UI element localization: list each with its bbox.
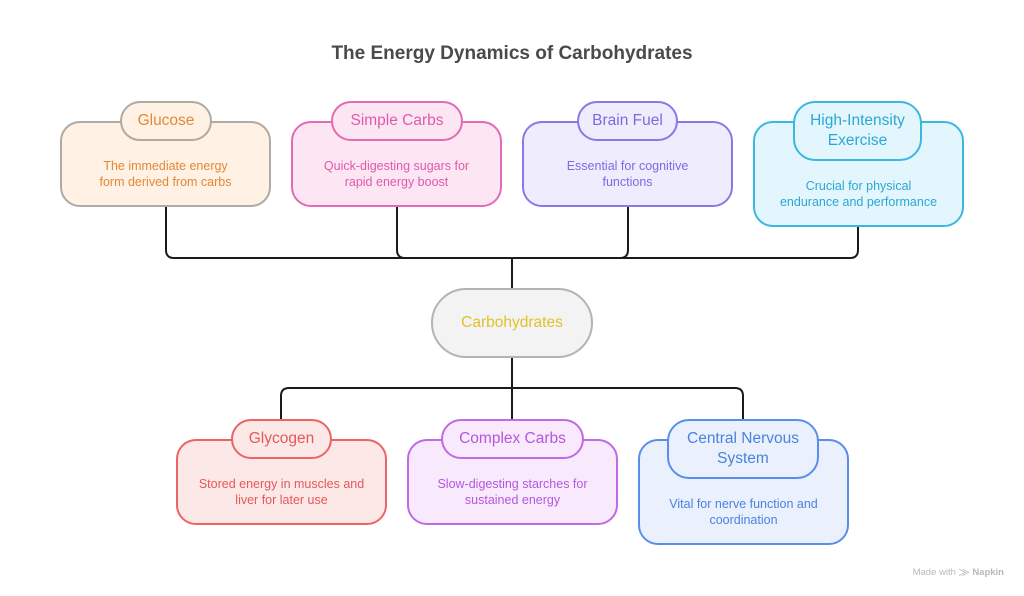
footer-prefix: Made with: [912, 567, 956, 578]
node-title: Central Nervous System: [667, 419, 819, 479]
connector-top-glucose: [165, 207, 512, 259]
diagram-title: The Energy Dynamics of Carbohydrates: [331, 43, 693, 64]
connector-top-exercise: [512, 227, 859, 259]
node-description: Crucial for physical endurance and perfo…: [779, 179, 938, 209]
footer-credit: Made with ⨠ Napkin: [913, 567, 1004, 578]
node-title: Brain Fuel: [577, 101, 678, 141]
napkin-logo-icon: ⨠: [958, 567, 970, 578]
node-description: Essential for cognitive functions: [566, 159, 689, 189]
connector-bottom-bar: [280, 387, 744, 419]
node-title: Complex Carbs: [441, 419, 584, 459]
node-description: Slow-digesting starches for sustained en…: [437, 477, 588, 507]
node-description: Stored energy in muscles and liver for l…: [198, 477, 365, 507]
node-carbohydrates: Carbohydrates: [431, 288, 593, 358]
footer-brand: Napkin: [972, 567, 1004, 578]
node-title: Glycogen: [231, 419, 332, 459]
connector-top-brain-fuel: [619, 207, 629, 259]
node-title: High-Intensity Exercise: [793, 101, 922, 161]
node-title: Glucose: [120, 101, 212, 141]
node-glycogen: Stored energy in muscles and liver for l…: [176, 439, 387, 525]
connector-top-simple-carbs: [396, 207, 406, 259]
node-title: Simple Carbs: [331, 101, 463, 141]
node-description: Vital for nerve function and coordinatio…: [669, 497, 818, 527]
node-description: The immediate energy form derived from c…: [99, 159, 232, 189]
node-description: Quick-digesting sugars for rapid energy …: [323, 159, 470, 189]
